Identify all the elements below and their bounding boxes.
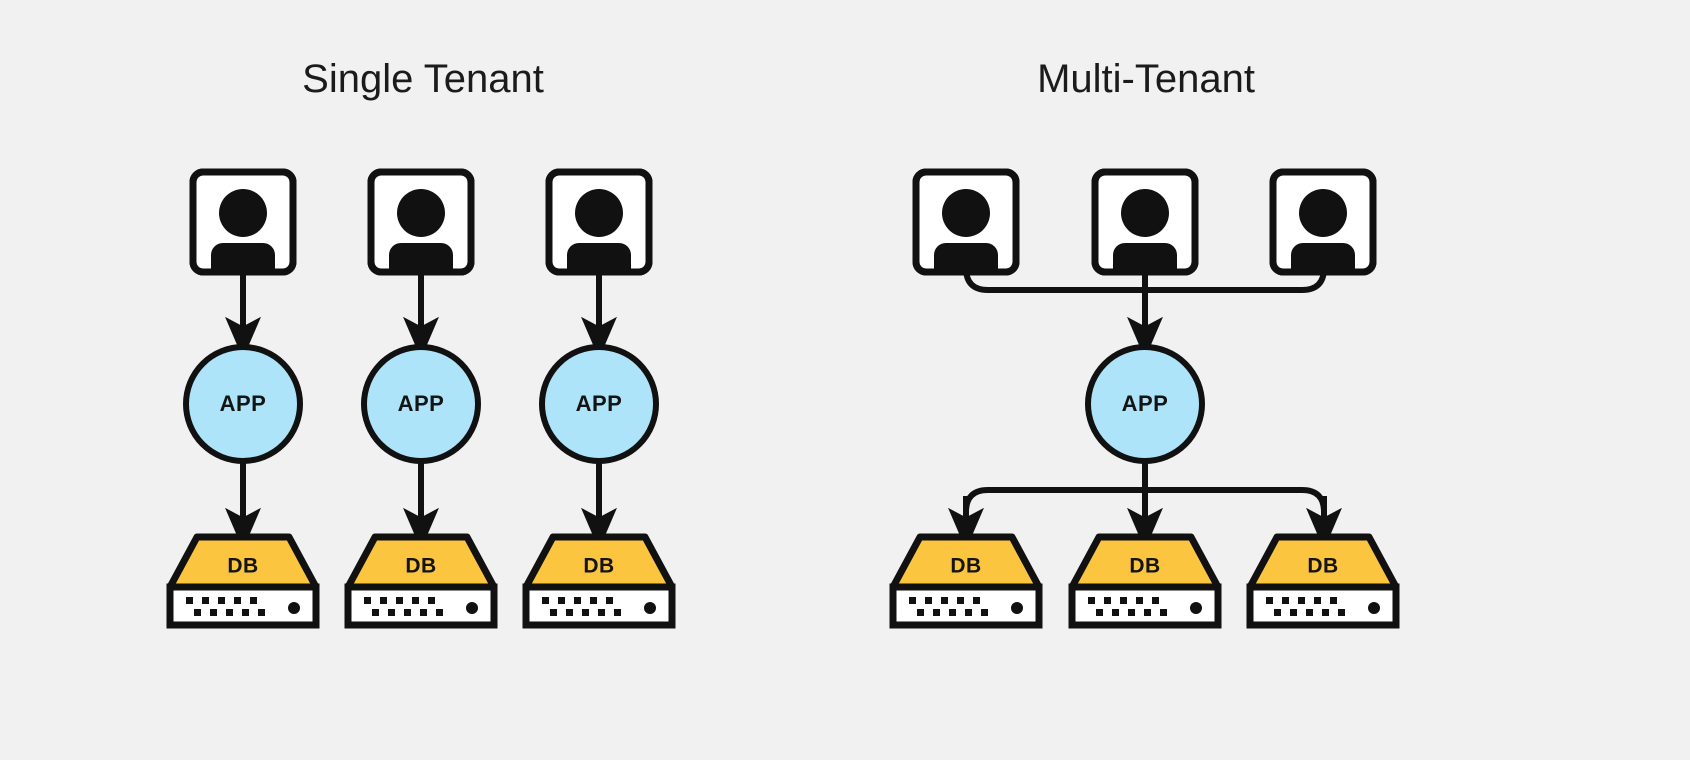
database-server-icon-base — [166, 583, 320, 629]
db-node-4[interactable]: DB — [889, 533, 1043, 629]
db-node-label: DB — [583, 555, 614, 578]
person-icon-frame-outline — [189, 168, 297, 276]
app-node-shared[interactable]: APP — [1085, 344, 1205, 464]
db-node-2[interactable]: DB — [344, 533, 498, 629]
app-node-label: APP — [576, 391, 623, 416]
db-node-5[interactable]: DB — [1068, 533, 1222, 629]
db-node-label: DB — [405, 555, 436, 578]
panel-title-multi-tenant: Multi-Tenant — [1037, 57, 1255, 101]
app-node-2[interactable]: APP — [361, 344, 481, 464]
app-node-icon — [1085, 344, 1205, 464]
server-vent-dots — [186, 597, 300, 616]
app-node-1[interactable]: APP — [183, 344, 303, 464]
server-vent-dots — [909, 597, 1023, 616]
db-node-label: DB — [1307, 555, 1338, 578]
server-vent-dots — [364, 597, 478, 616]
user-node-6[interactable] — [1269, 168, 1377, 295]
person-icon-frame-outline — [1091, 168, 1199, 276]
server-vent-dots — [1266, 597, 1380, 616]
app-node-icon — [539, 344, 659, 464]
db-node-label: DB — [950, 555, 981, 578]
person-icon-frame-outline — [1269, 168, 1377, 276]
server-vent-dots — [1088, 597, 1202, 616]
user-node-2[interactable] — [367, 168, 475, 295]
db-node-label: DB — [1129, 555, 1160, 578]
db-node-3[interactable]: DB — [522, 533, 676, 629]
user-node-3[interactable] — [545, 168, 653, 295]
user-node-4[interactable] — [912, 168, 1020, 295]
db-node-label: DB — [227, 555, 258, 578]
app-node-3[interactable]: APP — [539, 344, 659, 464]
db-node-6[interactable]: DB — [1246, 533, 1400, 629]
person-icon-frame-outline — [912, 168, 1020, 276]
person-icon-frame-outline — [545, 168, 653, 276]
app-node-icon — [183, 344, 303, 464]
app-node-label: APP — [220, 391, 267, 416]
panel-title-single-tenant: Single Tenant — [302, 57, 544, 101]
app-node-icon — [361, 344, 481, 464]
panel-single-tenant: APP APP APP — [166, 168, 676, 629]
app-node-label: APP — [398, 391, 445, 416]
server-vent-dots — [542, 597, 656, 616]
user-node-1[interactable] — [189, 168, 297, 295]
app-node-label: APP — [1122, 391, 1169, 416]
panel-multi-tenant: APP DB — [889, 168, 1400, 629]
db-node-1[interactable]: DB — [166, 533, 320, 629]
user-node-5[interactable] — [1091, 168, 1199, 295]
person-icon-frame-outline — [367, 168, 475, 276]
